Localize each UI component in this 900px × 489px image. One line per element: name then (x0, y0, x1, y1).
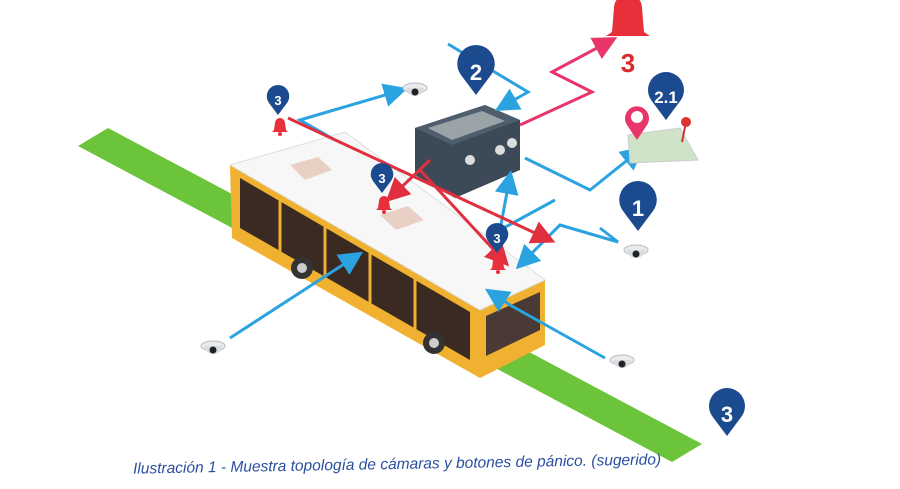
svg-text:1: 1 (632, 196, 644, 221)
svg-text:3: 3 (493, 231, 500, 246)
alarm-number: 3 (621, 48, 635, 78)
panic-links (287, 116, 556, 267)
marker-3: 3 (266, 85, 290, 115)
alarm-link (519, 37, 618, 127)
marker-3: 3 (370, 163, 394, 193)
alarm-bell-icon (606, 0, 650, 36)
svg-text:3: 3 (378, 171, 385, 186)
video-recorder-device (415, 105, 520, 198)
camera-icon (402, 82, 428, 97)
svg-text:3: 3 (721, 402, 733, 427)
marker-2: 2 (457, 45, 495, 95)
gps-map-icon (625, 106, 699, 164)
camera-icon (200, 340, 226, 355)
svg-text:3: 3 (274, 93, 281, 108)
marker-1: 1 (619, 181, 657, 231)
svg-text:2: 2 (470, 60, 482, 85)
svg-text:2.1: 2.1 (654, 88, 678, 107)
marker-3: 3 (709, 388, 745, 436)
marker-3: 3 (485, 223, 509, 253)
camera-icon (609, 354, 635, 369)
panic-button-icon (272, 118, 288, 136)
marker-2-1: 2.1 (648, 72, 684, 120)
camera-icon (623, 244, 649, 259)
